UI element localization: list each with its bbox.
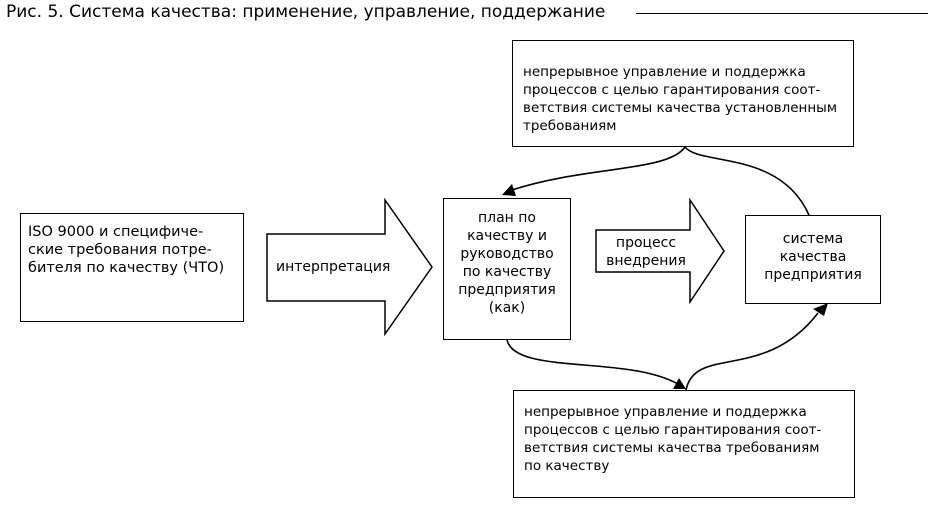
arrowhead-bottom-to-system [813,303,828,316]
iso-requirements-box: ISO 9000 и специфиче- ские требования по… [20,213,244,322]
box-line: ISO 9000 и специфиче- [28,224,204,240]
box-line: (как) [488,300,526,316]
connector-plan-to-bottom [506,339,679,385]
box-line: процессов с целью гарантирования соот- [524,422,822,438]
figure-title: Рис. 5. Система качества: применение, уп… [6,2,606,22]
implementation-arrow [595,197,725,305]
interpretation-arrow [266,197,433,337]
box-line: по качеству [462,264,552,280]
top-management-box: непрерывное управление и поддержка проце… [512,40,854,147]
box-line: ветствия системы качества требованиям [524,440,820,456]
arrowhead-top-to-plan [502,184,516,196]
quality-plan-box: план по качеству и руководство по качест… [443,198,571,340]
arrowhead-plan-to-bottom [673,378,686,389]
connector-top-to-system [684,146,810,216]
box-line: план по [477,210,536,226]
connector-top-to-plan [511,146,686,191]
implementation-label-line: процесс [615,235,677,251]
implementation-label-line: внедрения [606,253,686,269]
interpretation-label: интерпретация [276,259,391,275]
box-line: по качеству [524,458,610,474]
box-line: ские требования потре- [28,242,212,258]
box-line: качества [779,249,847,265]
box-line: руководство [460,246,554,262]
box-line: предприятия [458,282,556,298]
quality-system-box: система качества предприятия [745,215,881,304]
title-rule [636,13,928,14]
box-line: качеству и [467,228,547,244]
box-line: ветствия системы качества установленным [523,100,838,116]
box-line: система [782,231,844,247]
bottom-management-box: непрерывное управление и поддержка проце… [513,390,855,498]
box-line: процессов с целью гарантирования соот- [523,82,821,98]
connector-bottom-to-system [685,312,819,391]
box-line: непрерывное управление и поддержка [524,404,807,420]
box-line: требованиям [523,118,617,134]
box-line: бителя по качеству (ЧТО) [28,260,225,276]
box-line: предприятия [764,267,862,283]
box-line: непрерывное управление и поддержка [523,64,806,80]
implementation-label: процесс внедрения [598,234,694,270]
